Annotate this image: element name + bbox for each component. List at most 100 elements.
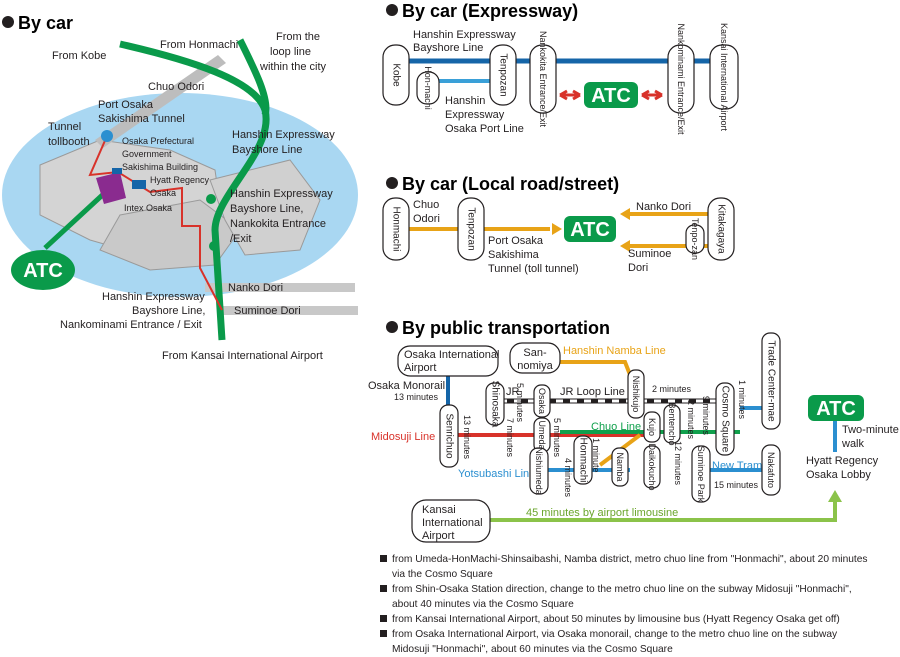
- local-tunnel-2: Sakishima: [488, 249, 540, 261]
- pub-nishikujo: Nishikujo: [631, 376, 641, 413]
- local-tenpozan-small: Tenpo-zan: [690, 218, 700, 260]
- pub-monorail: Osaka Monorail: [368, 380, 445, 392]
- pub-shinosaka-box: [485, 382, 505, 426]
- label-pref-1: Osaka Prefectural: [122, 136, 194, 146]
- exp-honmachi: Hon-machi: [423, 66, 433, 110]
- pub-osaka-intl-1: Osaka International: [404, 349, 499, 361]
- pub-osaka-intl-2: Airport: [404, 362, 436, 374]
- exp-honmachi-box: [416, 71, 440, 105]
- exp-atc-badge: [584, 82, 638, 108]
- bullet-icon: [380, 615, 387, 622]
- pub-five-min-a: 5 minutes: [515, 383, 525, 423]
- pub-four-min: 4 minutes: [563, 458, 573, 498]
- atc-pointer: [43, 186, 112, 250]
- pub-suminoe-park-box: [691, 445, 711, 503]
- bullet-icon: [386, 321, 398, 333]
- exp-port-3: Osaka Port Line: [445, 123, 524, 135]
- note-item: from Kansai International Airport, about…: [380, 612, 870, 627]
- arrow-icon: [559, 89, 581, 101]
- exp-kansai: Kansai International Airport: [719, 23, 729, 132]
- atc-badge: [11, 250, 75, 290]
- arrow-icon: [620, 208, 630, 220]
- arrow-icon: [828, 490, 842, 502]
- pub-two-min-b: 2 minutes: [686, 400, 696, 440]
- pub-honmachi-box: [573, 435, 593, 485]
- label-from-kansai: From Kansai International Airport: [162, 350, 323, 362]
- label-chuo-odori: Chuo Odori: [148, 81, 204, 93]
- pub-senrichuo: Senrichuo: [444, 413, 455, 458]
- local-atc-badge: [564, 216, 616, 242]
- atc-label: ATC: [23, 260, 63, 282]
- pub-namba-box: [611, 447, 629, 487]
- label-hyatt-1: Hyatt Regency: [150, 175, 210, 185]
- exp-bayshore-2: Bayshore Line: [413, 42, 483, 54]
- pub-one-min: 1 minutes: [737, 380, 747, 420]
- pub-two-min: 2 minutes: [652, 384, 692, 394]
- pub-atc-badge: [808, 395, 864, 421]
- local-honmachi: Honmachi: [391, 206, 402, 251]
- exp-tenpozan-box: [489, 44, 517, 106]
- label-from-loop-1: From the: [276, 31, 320, 43]
- pub-hyatt-1: Hyatt Regency: [806, 455, 879, 467]
- note-item: from Shin-Osaka Station direction, chang…: [380, 582, 870, 612]
- pub-bentencho-box: [663, 404, 681, 444]
- pub-fifteen-min: 15 minutes: [714, 480, 759, 490]
- label-bayshore-2: Bayshore Line: [232, 144, 302, 156]
- label-hyatt-2: Osaka: [150, 188, 176, 198]
- pub-seven-min: 7 minutes: [505, 418, 515, 458]
- pub-chuo-line: Chuo Line: [591, 421, 641, 433]
- pub-osaka-intl-box: [397, 345, 499, 377]
- arrow-icon: [552, 223, 562, 235]
- pub-thirteen-min: 13 minutes: [462, 415, 472, 460]
- pub-osaka: Osaka: [537, 388, 547, 414]
- label-from-loop-3: within the city: [259, 61, 327, 73]
- local-tenpozan-box: [457, 197, 485, 261]
- exp-kobe-box: [382, 44, 410, 106]
- local-tenpozan-small-box: [685, 224, 705, 254]
- nankokita-marker: [206, 194, 216, 204]
- pub-namba: Namba: [615, 452, 625, 481]
- bullet-icon: [386, 177, 398, 189]
- local-chuo-1: Chuo: [413, 199, 439, 211]
- label-nanko-dori: Nanko Dori: [228, 282, 283, 294]
- pub-cosmo: Cosmo Square: [720, 386, 731, 453]
- hyatt-building: [132, 180, 146, 189]
- exp-nankominami: Nankominami Entrance/Exit: [676, 23, 686, 135]
- note-item: from Umeda-HonMachi-Shinsaibashi, Namba …: [380, 552, 870, 582]
- label-nankominami-3: Nankominami Entrance / Exit: [60, 319, 202, 331]
- label-nankominami-2: Bayshore Line,: [132, 305, 205, 317]
- label-tollbooth-1: Tunnel: [48, 121, 81, 133]
- nankominami-marker: [209, 241, 219, 251]
- tunnel-tollbooth-marker: [101, 130, 113, 142]
- bullet-icon: [2, 16, 14, 28]
- bullet-icon: [380, 555, 387, 562]
- label-from-loop-2: loop line: [270, 46, 311, 58]
- label-nankokita-3: Nankokita Entrance: [230, 218, 326, 230]
- label-nankokita-2: Bayshore Line,: [230, 203, 303, 215]
- local-tenpozan: Tenpozan: [466, 207, 477, 250]
- exp-port-1: Hanshin: [445, 95, 485, 107]
- exp-nankominami-box: [667, 44, 695, 114]
- label-from-kobe: From Kobe: [52, 50, 106, 62]
- pub-jr-loop: JR Loop Line: [560, 386, 625, 398]
- pub-suminoe-park: Suminoe Park: [696, 446, 706, 503]
- label-tunnel-1: Port Osaka: [98, 99, 154, 111]
- exp-bayshore-1: Hanshin Expressway: [413, 29, 516, 41]
- pub-sannomiya-2: nomiya: [517, 360, 553, 372]
- exp-tenpozan: Tenpozan: [498, 53, 509, 96]
- label-tunnel-2: Sakishima Tunnel: [98, 113, 185, 125]
- pub-kujo-box: [643, 411, 661, 443]
- local-suminoe-2: Dori: [628, 262, 648, 274]
- pub-kansai-1: Kansai: [422, 504, 456, 516]
- label-bayshore-1: Hanshin Expressway: [232, 129, 335, 141]
- exp-atc: ATC: [591, 85, 631, 107]
- pub-sannomiya-1: San-: [523, 347, 547, 359]
- pub-yotsubashi: Yotsubashi Line: [458, 468, 535, 480]
- exp-kansai-box: [709, 44, 739, 110]
- pub-sannomiya-box: [509, 342, 561, 374]
- pub-trade-center-box: [761, 332, 781, 430]
- local-nanko: Nanko Dori: [636, 201, 691, 213]
- arrow-icon: [620, 240, 630, 252]
- note-item: from Osaka International Airport, via Os…: [380, 627, 870, 657]
- pub-one-min-b: 1 minute: [591, 438, 601, 473]
